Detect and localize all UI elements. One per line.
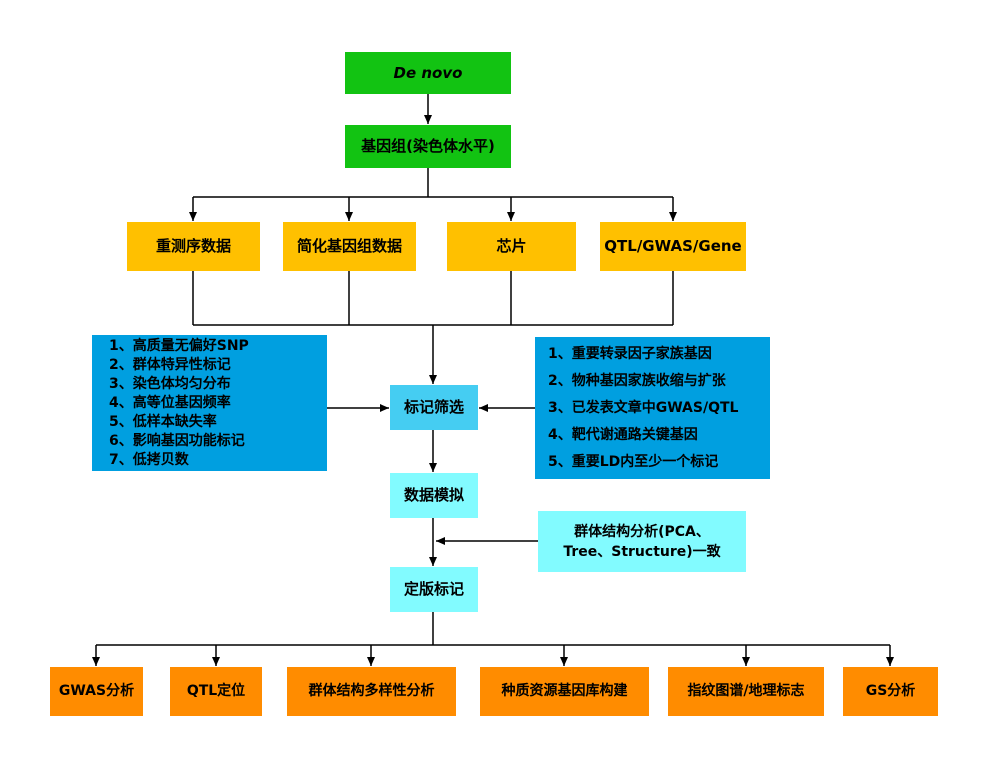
criteria-line: 3、已发表文章中GWAS/QTL — [548, 399, 739, 416]
population-structure-note-node: 群体结构分析(PCA、 Tree、Structure)一致 — [538, 511, 746, 572]
criteria-line: 5、重要LD内至少一个标记 — [548, 453, 719, 470]
criteria-line: 5、低样本缺失率 — [109, 413, 217, 430]
note-line: Tree、Structure)一致 — [563, 543, 721, 560]
germplasm-genebank-node: 种质资源基因库构建 — [480, 667, 649, 716]
reduced-genome-data-node: 简化基因组数据 — [283, 222, 416, 271]
criteria-line: 6、影响基因功能标记 — [109, 432, 245, 449]
criteria-line: 1、重要转录因子家族基因 — [548, 345, 712, 362]
criteria-line: 1、高质量无偏好SNP — [109, 337, 249, 354]
gs-analysis-node: GS分析 — [843, 667, 938, 716]
marker-screening-node: 标记筛选 — [390, 385, 478, 430]
criteria-line: 3、染色体均匀分布 — [109, 375, 231, 392]
data-simulation-node: 数据模拟 — [390, 473, 478, 518]
genome-node: 基因组(染色体水平) — [345, 125, 511, 168]
population-structure-diversity-node: 群体结构多样性分析 — [287, 667, 456, 716]
qtl-gwas-gene-node: QTL/GWAS/Gene — [600, 222, 746, 271]
criteria-line: 4、靶代谢通路关键基因 — [548, 426, 698, 443]
final-marker-node: 定版标记 — [390, 567, 478, 612]
marker-criteria-right-box: 1、重要转录因子家族基因 2、物种基因家族收缩与扩张 3、已发表文章中GWAS/… — [535, 337, 770, 479]
resequencing-data-node: 重测序数据 — [127, 222, 260, 271]
marker-criteria-left-box: 1、高质量无偏好SNP 2、群体特异性标记 3、染色体均匀分布 4、高等位基因频… — [92, 335, 327, 471]
criteria-line: 7、低拷贝数 — [109, 451, 189, 468]
chip-node: 芯片 — [447, 222, 576, 271]
fingerprint-geographic-node: 指纹图谱/地理标志 — [668, 667, 824, 716]
criteria-line: 4、高等位基因频率 — [109, 394, 231, 411]
note-line: 群体结构分析(PCA、 — [574, 523, 710, 540]
criteria-line: 2、物种基因家族收缩与扩张 — [548, 372, 726, 389]
criteria-line: 2、群体特异性标记 — [109, 356, 231, 373]
qtl-mapping-node: QTL定位 — [170, 667, 262, 716]
gwas-analysis-node: GWAS分析 — [50, 667, 143, 716]
de-novo-node: De novo — [345, 52, 511, 94]
